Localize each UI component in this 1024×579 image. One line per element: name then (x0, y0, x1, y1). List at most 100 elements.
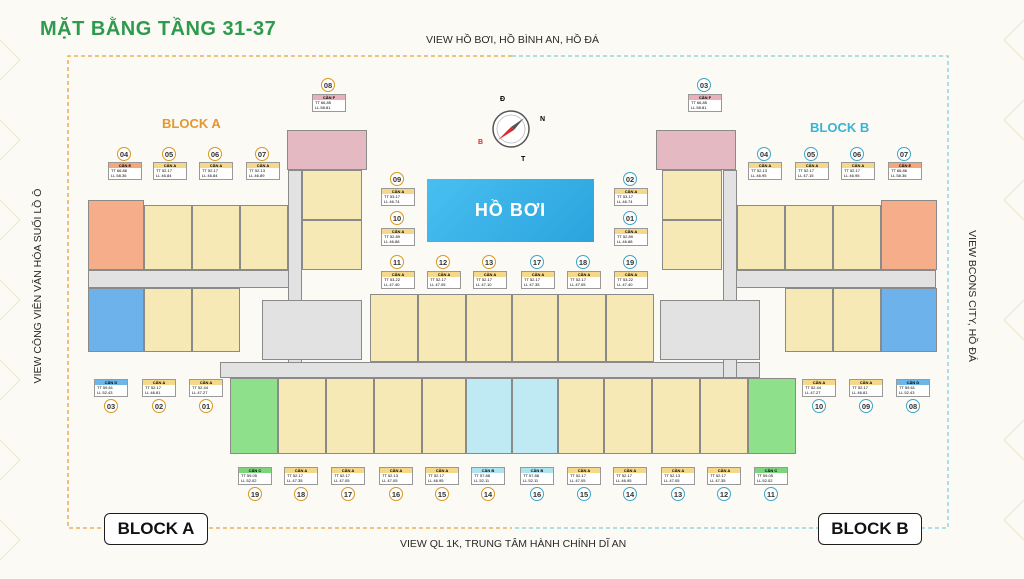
badge-a-13: 13 (482, 255, 496, 269)
unit-b-12 (700, 378, 748, 454)
badge-b-03: 03 (697, 78, 711, 92)
badge-a-07: 07 (255, 147, 269, 161)
swimming-pool: HỒ BƠI (427, 179, 594, 242)
badge-b-18: 18 (576, 255, 590, 269)
badge-b-13: 13 (671, 487, 685, 501)
unit-a-08 (287, 130, 367, 170)
badge-b-12: 12 (717, 487, 731, 501)
badge-a-12: 12 (436, 255, 450, 269)
unit-a-04 (88, 200, 144, 270)
corridor-a (88, 270, 298, 288)
decorative-pattern-right (1003, 19, 1024, 541)
unit-a-17 (326, 378, 374, 454)
badge-b-07: 07 (897, 147, 911, 161)
badge-b-14: 14 (623, 487, 637, 501)
unit-a-06 (192, 205, 240, 270)
unit-b-13 (652, 378, 700, 454)
unit-a-10 (302, 220, 362, 270)
badge-a-04: 04 (117, 147, 131, 161)
badge-a-01: 01 (199, 399, 213, 413)
badge-a-16: 16 (389, 487, 403, 501)
unit-a-01 (192, 288, 240, 352)
view-bottom-label: VIEW QL 1K, TRUNG TÂM HÀNH CHÍNH DĨ AN (400, 538, 627, 550)
view-top-label: VIEW HỒ BƠI, HỒ BÌNH AN, HỒ ĐÁ (426, 34, 599, 46)
unit-a-05 (144, 205, 192, 270)
unit-b-06 (833, 205, 881, 270)
block-a-box: BLOCK A (104, 513, 208, 545)
unit-a-19 (230, 378, 278, 454)
corridor-b (726, 270, 936, 288)
badge-a-09: 09 (390, 172, 404, 186)
badge-a-06: 06 (208, 147, 222, 161)
unit-a-07 (240, 205, 288, 270)
badge-b-04: 04 (757, 147, 771, 161)
unit-b-09 (833, 288, 881, 352)
block-b-label: BLOCK B (810, 120, 870, 135)
corridor-main (220, 362, 760, 378)
unit-a-13 (466, 294, 512, 362)
badge-a-02: 02 (152, 399, 166, 413)
unit-b-02 (662, 170, 722, 220)
core-b (660, 300, 760, 360)
unit-b-05 (785, 205, 833, 270)
unit-b-03 (656, 130, 736, 170)
badge-b-05: 05 (804, 147, 818, 161)
badge-a-08: 08 (321, 78, 335, 92)
core-a (262, 300, 362, 360)
badge-b-08: 08 (906, 399, 920, 413)
unit-a-18 (278, 378, 326, 454)
unit-b-01 (662, 220, 722, 270)
unit-a-12 (418, 294, 466, 362)
badge-b-01: 01 (623, 211, 637, 225)
badge-a-05: 05 (162, 147, 176, 161)
unit-a-11 (370, 294, 418, 362)
unit-b-11 (748, 378, 796, 454)
unit-b-17 (512, 294, 558, 362)
compass-west: T (521, 156, 526, 163)
unit-a-14 (466, 378, 512, 454)
unit-a-02 (144, 288, 192, 352)
page-title: MẶT BẰNG TẦNG 31-37 (40, 18, 277, 40)
block-b-box: BLOCK B (818, 513, 922, 545)
unit-b-08 (881, 288, 937, 352)
unit-a-16 (374, 378, 422, 454)
unit-a-09 (302, 170, 362, 220)
badge-b-06: 06 (850, 147, 864, 161)
unit-b-18 (558, 294, 606, 362)
decorative-pattern-left (0, 39, 21, 561)
badge-b-17: 17 (530, 255, 544, 269)
badge-a-14: 14 (481, 487, 495, 501)
compass-icon (492, 110, 530, 148)
block-a-label: BLOCK A (162, 116, 221, 131)
badge-b-02: 02 (623, 172, 637, 186)
